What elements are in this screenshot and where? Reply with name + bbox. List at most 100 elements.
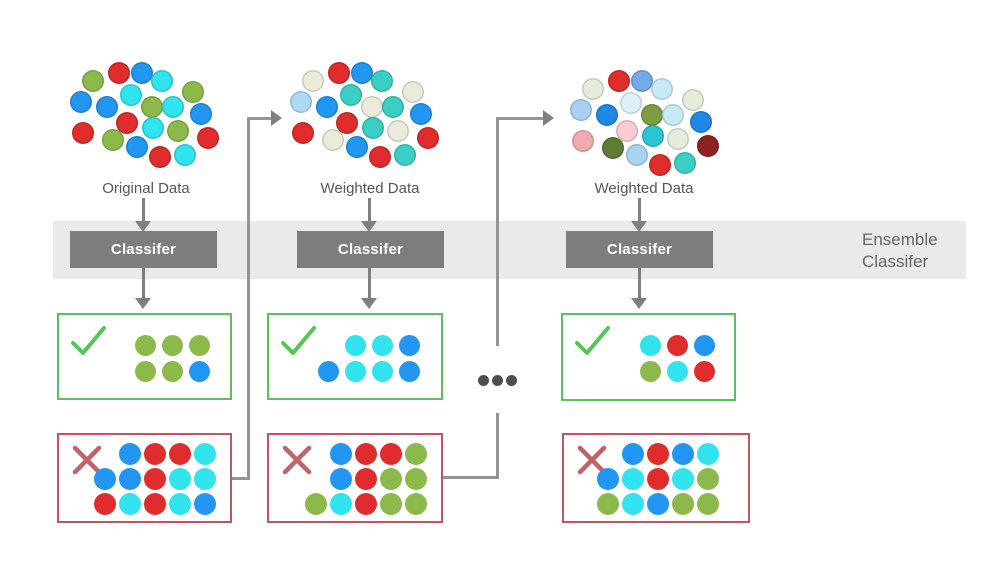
- arrow-cluster-to-classifier-3: [638, 198, 641, 222]
- cluster-label-2: Weighted Data: [320, 180, 420, 197]
- connector-1-horizontal-top: [247, 117, 271, 120]
- incorrect-box-1: [57, 433, 232, 523]
- data-point-red: [328, 62, 350, 84]
- data-point-blue: [316, 96, 338, 118]
- arrow-head-down-icon: [135, 298, 151, 309]
- data-point-green: [102, 129, 124, 151]
- data-point-fadedBlue: [290, 91, 312, 113]
- data-point-green: [167, 120, 189, 142]
- data-point-strongBlue: [596, 104, 618, 126]
- correct-box-1: [57, 313, 232, 400]
- data-point-cyan: [120, 84, 142, 106]
- data-point-palePink: [572, 130, 594, 152]
- arrow-cluster-to-classifier-2: [368, 198, 371, 222]
- arrow-head-down-icon: [361, 221, 377, 232]
- data-point-red: [649, 154, 671, 176]
- data-point-cyan: [162, 96, 184, 118]
- data-point-red: [197, 127, 219, 149]
- connector-2-vertical-upper: [496, 117, 499, 346]
- incorrect-box-3: [562, 433, 750, 523]
- cross-icon: [72, 445, 102, 475]
- data-point-teal: [674, 152, 696, 174]
- correct-box-2: [267, 313, 443, 400]
- data-point-midBlue: [631, 70, 653, 92]
- cross-icon: [282, 445, 312, 475]
- connector-1-horizontal-bottom: [232, 477, 249, 480]
- ensemble-classifier-label: Ensemble Classifer: [862, 229, 938, 273]
- data-point-blue: [126, 136, 148, 158]
- cluster-label-3: Weighted Data: [594, 180, 694, 197]
- data-point-dark: [505, 374, 517, 386]
- data-point-beige: [387, 120, 409, 142]
- classifier-box-3: Classifer: [566, 231, 713, 268]
- arrow-head-down-icon: [361, 298, 377, 309]
- data-point-red: [608, 70, 630, 92]
- data-point-red: [72, 122, 94, 144]
- data-point-red: [116, 112, 138, 134]
- data-point-blue: [70, 91, 92, 113]
- data-point-blue: [131, 62, 153, 84]
- arrow-classifier-to-result-1: [142, 268, 145, 299]
- data-point-cyan: [142, 117, 164, 139]
- data-point-palePink2: [616, 120, 638, 142]
- data-point-red: [369, 146, 391, 168]
- data-point-green: [141, 96, 163, 118]
- data-point-teal: [382, 96, 404, 118]
- arrow-head-right-icon: [543, 110, 554, 126]
- check-icon: [71, 326, 106, 355]
- data-point-beige: [361, 96, 383, 118]
- data-point-paleGreen: [682, 89, 704, 111]
- data-point-blue: [351, 62, 373, 84]
- connector-2-vertical-lower: [496, 413, 499, 479]
- data-point-paleGreen: [667, 128, 689, 150]
- data-point-darkOlive: [602, 137, 624, 159]
- data-point-maroon: [697, 135, 719, 157]
- data-point-dark: [491, 374, 503, 386]
- incorrect-box-2: [267, 433, 443, 523]
- data-point-beige: [402, 81, 424, 103]
- arrow-head-right-icon: [271, 110, 282, 126]
- data-point-teal: [371, 70, 393, 92]
- data-point-paleGreen: [582, 78, 604, 100]
- data-point-green: [182, 81, 204, 103]
- connector-1-vertical: [247, 117, 250, 480]
- data-point-blue: [410, 103, 432, 125]
- data-point-teal: [394, 144, 416, 166]
- data-point-cyan: [174, 144, 196, 166]
- classifier-box-1: Classifer: [70, 231, 217, 268]
- arrow-classifier-to-result-2: [368, 268, 371, 299]
- data-point-olive: [641, 104, 663, 126]
- arrow-head-down-icon: [631, 298, 647, 309]
- classifier-box-2: Classifer: [297, 231, 444, 268]
- data-point-red: [149, 146, 171, 168]
- check-icon: [575, 326, 610, 355]
- data-point-red: [417, 127, 439, 149]
- data-point-lightBlue: [570, 99, 592, 121]
- arrow-cluster-to-classifier-1: [142, 198, 145, 222]
- arrow-classifier-to-result-3: [638, 268, 641, 299]
- data-point-blue: [96, 96, 118, 118]
- correct-box-3: [561, 313, 736, 401]
- data-point-paleCyan2: [620, 92, 642, 114]
- data-point-beige: [322, 129, 344, 151]
- ensemble-label-line2: Classifer: [862, 252, 929, 271]
- connector-2-horizontal-top: [496, 117, 543, 120]
- cross-icon: [577, 445, 607, 475]
- ensemble-label-line1: Ensemble: [862, 230, 938, 249]
- data-point-teal: [362, 117, 384, 139]
- cluster-label-1: Original Data: [102, 180, 190, 197]
- data-point-blue: [346, 136, 368, 158]
- arrow-head-down-icon: [135, 221, 151, 232]
- data-point-tealStrong: [642, 125, 664, 147]
- connector-2-horizontal-bottom: [443, 476, 499, 479]
- data-point-red: [336, 112, 358, 134]
- arrow-head-down-icon: [631, 221, 647, 232]
- data-point-paleCyan: [662, 104, 684, 126]
- data-point-beige: [302, 70, 324, 92]
- data-point-cyan: [151, 70, 173, 92]
- data-point-red: [108, 62, 130, 84]
- data-point-paleCyan: [651, 78, 673, 100]
- check-icon: [281, 326, 316, 355]
- data-point-red: [292, 122, 314, 144]
